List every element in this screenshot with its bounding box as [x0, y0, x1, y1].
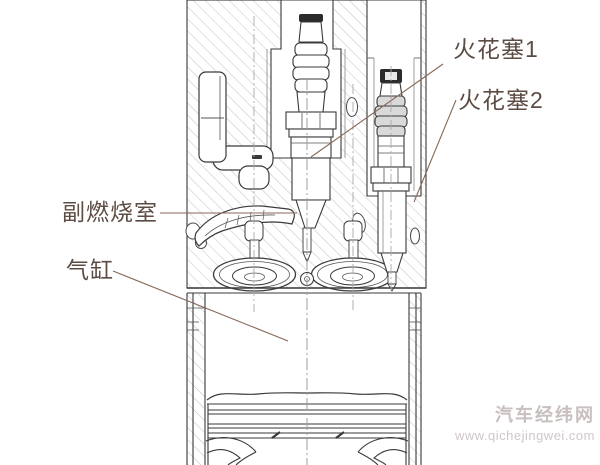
leader-spark-plug-1 — [310, 63, 444, 158]
intake-valve — [212, 220, 297, 292]
piston-skirt — [205, 437, 409, 465]
exhaust-valve — [310, 220, 395, 292]
spark-plug-1 — [285, 14, 337, 264]
watermark-site-name: 汽车经纬网 — [495, 405, 595, 425]
sensor-arm-part — [198, 71, 274, 190]
spark-plug-1-label: 火花塞1 — [453, 36, 539, 62]
cylinder-block-walls — [186, 293, 422, 465]
pre-combustion-chamber-part — [194, 205, 295, 247]
spark-plug-2-label: 火花塞2 — [458, 87, 544, 113]
centerlines — [253, 16, 392, 465]
cylinder-label: 气缸 — [66, 257, 114, 283]
leader-lines — [112, 63, 457, 342]
leader-cylinder — [112, 270, 289, 342]
watermark-site-url: www.qichejingwei.com — [454, 428, 595, 443]
pre-combustion-chamber-label: 副燃烧室 — [62, 199, 158, 225]
leader-spark-plug-2 — [413, 99, 457, 203]
